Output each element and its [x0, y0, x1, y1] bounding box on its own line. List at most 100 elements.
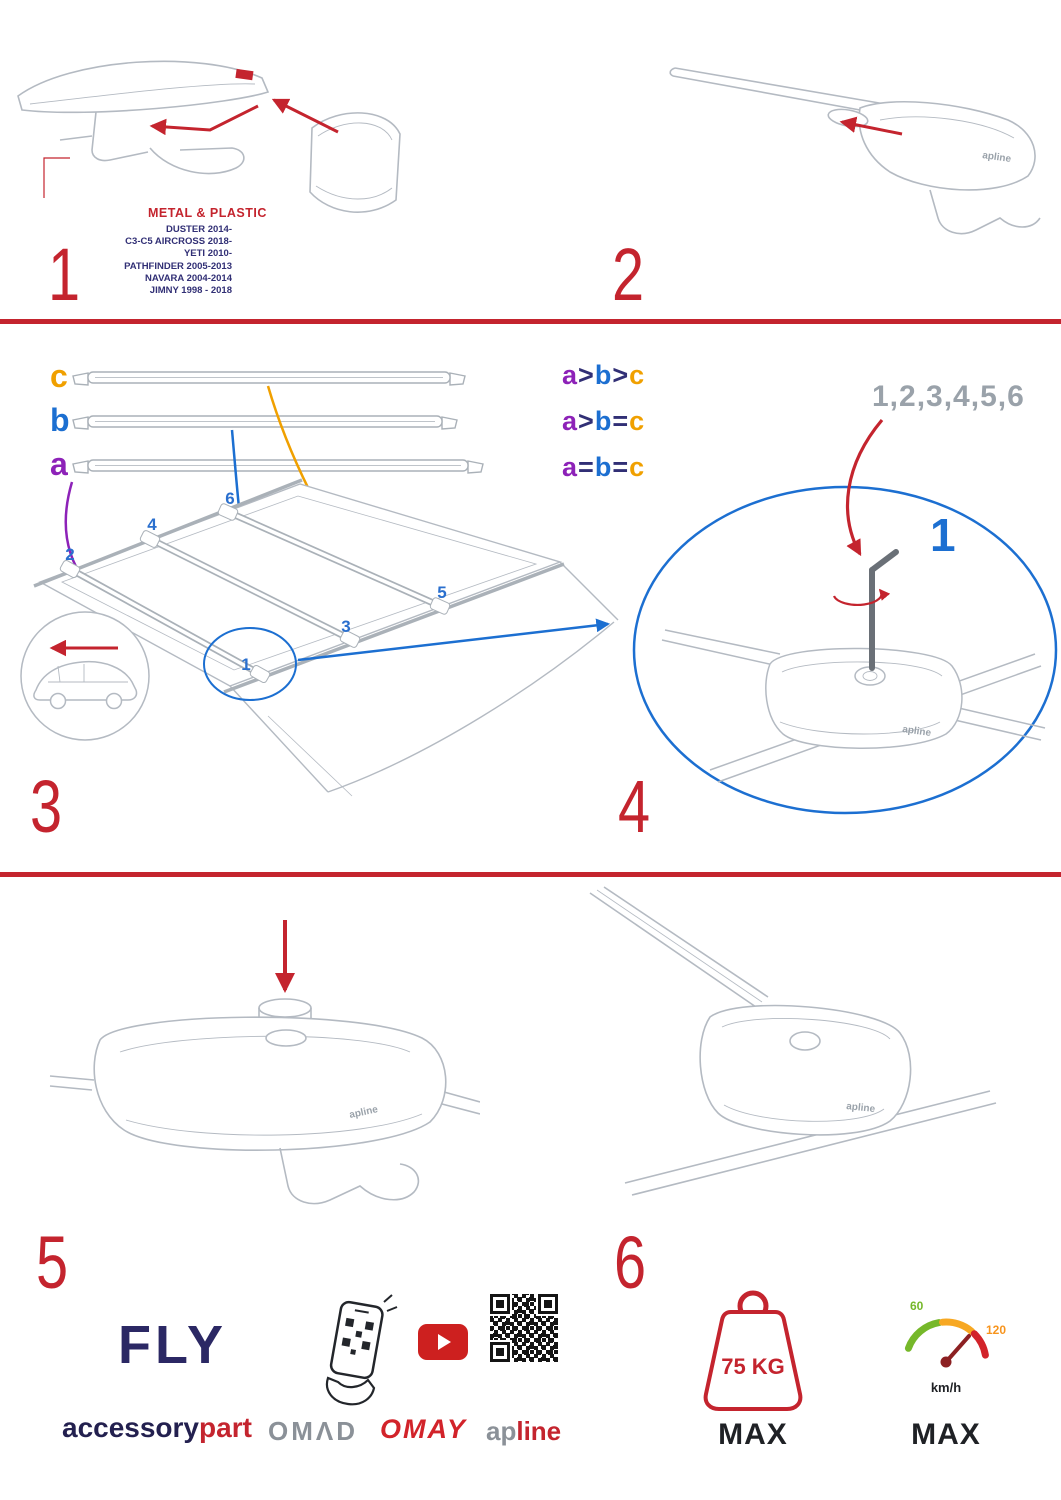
legend-c: c: [629, 452, 646, 482]
step1-panel: METAL & PLASTIC DUSTER 2014- C3-C5 AIRCR…: [0, 0, 530, 319]
step4-illustration: apline: [632, 418, 1058, 815]
step1-illustration: [17, 60, 401, 213]
model-item: YETI 2010-: [183, 248, 232, 260]
bar-label-a: a: [50, 446, 68, 482]
bar-label-b: b: [50, 402, 70, 438]
part-brand-text: apline: [982, 150, 1013, 165]
accessorypart-logo: accessorypart: [62, 1414, 252, 1442]
crossbar-end-drawing: [17, 60, 401, 213]
step4-panel: apline: [620, 324, 1061, 873]
step5-illustration: apline: [49, 920, 480, 1205]
model-item: NAVARA 2004-2014: [145, 272, 232, 284]
foot-cover-drawing: [49, 998, 480, 1205]
qr-code: [486, 1290, 562, 1366]
sequence-first-number: 1: [930, 509, 956, 561]
step-number-6: 6: [614, 1221, 647, 1304]
weight-max-label: MAX: [718, 1418, 788, 1451]
rotation-arrow: [832, 588, 891, 606]
roof-crossbars: [59, 503, 451, 684]
speed-max-label: MAX: [911, 1418, 981, 1451]
legend-op: =: [612, 452, 630, 482]
position-number-3: 3: [341, 617, 350, 636]
model-item: PATHFINDER 2005-2013: [124, 260, 232, 272]
bar-and-foot-drawing: [669, 67, 1041, 235]
bar-b-drawing: [72, 415, 458, 430]
bar-c-drawing: [72, 371, 466, 386]
legend-row-3: a=b=c: [562, 452, 645, 483]
allen-key-icon: [869, 549, 899, 671]
car-direction-inset: [20, 611, 150, 741]
foot-detail-drawing: [661, 629, 1046, 783]
mounted-foot-drawing: [589, 886, 997, 1196]
zoom-detail-circle: [632, 485, 1058, 815]
legend-op: =: [612, 406, 630, 436]
legend-row-2: a>b=c: [562, 406, 645, 437]
legend-op: >: [612, 360, 630, 390]
zoom-arrow: [297, 618, 611, 662]
fly-logo: FLY: [118, 1315, 228, 1375]
section-divider: [0, 872, 1061, 877]
legend-a: a: [562, 452, 579, 482]
step-number-4: 4: [618, 765, 651, 848]
weight-value: 75 KG: [721, 1354, 785, 1379]
step3-panel: 2 4 6 1 3 5 c b a: [0, 324, 700, 873]
legend-op: =: [578, 452, 595, 482]
position-number-2: 2: [65, 545, 74, 564]
sequence-arrow: [845, 418, 884, 557]
speed-limit-gauge: 60 120 km/h: [904, 1299, 1006, 1395]
bar-a-drawing: [72, 459, 484, 474]
red-arrows: [149, 98, 339, 136]
legend-a: a: [562, 406, 579, 436]
position-number-1: 1: [241, 655, 250, 674]
brand-badge: [235, 68, 254, 81]
leader-line: [43, 157, 70, 198]
step6-panel: apline: [560, 877, 1010, 1222]
bar-label-c: c: [50, 358, 68, 394]
step3-illustration: 2 4 6 1 3 5: [20, 371, 619, 797]
position-number-4: 4: [147, 515, 157, 534]
red-arrow: [839, 116, 903, 136]
omay-logo: OMAY: [380, 1414, 467, 1444]
legend-op: >: [578, 360, 595, 390]
max-weight-icon: 75 KG: [703, 1290, 803, 1411]
section-divider: [0, 319, 1061, 324]
gauge-needle: [944, 1334, 971, 1364]
youtube-icon: [418, 1324, 468, 1360]
legend-row-1: a>b>c: [562, 360, 645, 391]
accessorypart-red: part: [199, 1412, 252, 1443]
step6-illustration: apline: [589, 886, 997, 1196]
step5-panel: apline: [30, 880, 480, 1220]
step2-panel: apline: [530, 0, 1061, 319]
step2-illustration: apline: [669, 67, 1041, 235]
position-number-5: 5: [437, 583, 446, 602]
tightening-sequence: 1,2,3,4,5,6: [872, 380, 1025, 413]
legend-c: c: [629, 406, 646, 436]
legend-b: b: [594, 452, 613, 482]
omad-logo: OMΛD: [268, 1416, 358, 1446]
part-brand-text: apline: [902, 724, 933, 739]
position-number-6: 6: [225, 489, 234, 508]
part-brand-text: apline: [846, 1101, 876, 1115]
material-label: METAL & PLASTIC: [148, 206, 267, 220]
model-item: JIMNY 1998 - 2018: [149, 285, 232, 297]
accessorypart-dark: accessory: [62, 1412, 200, 1443]
step-number-1: 1: [48, 233, 81, 316]
legend-a: a: [562, 360, 579, 390]
scan-qr-phone-icon: [325, 1294, 398, 1406]
legend-c: c: [629, 360, 646, 390]
legend-b: b: [594, 360, 613, 390]
speed-unit-label: km/h: [931, 1380, 961, 1395]
model-list: DUSTER 2014- C3-C5 AIRCROSS 2018- YETI 2…: [72, 224, 232, 297]
speed-low-label: 60: [910, 1299, 924, 1313]
apline-red: line: [516, 1416, 562, 1446]
model-item: C3-C5 AIRCROSS 2018-: [125, 236, 232, 248]
model-item: DUSTER 2014-: [166, 224, 232, 235]
size-legend: a>b>c a>b=c a=b=c: [562, 360, 645, 498]
zoom-circle: [203, 627, 297, 701]
step-number-3: 3: [30, 765, 63, 848]
step-number-5: 5: [36, 1221, 69, 1304]
product-bars: [72, 371, 484, 474]
apline-gray: ap: [486, 1416, 517, 1446]
step-number-2: 2: [612, 233, 645, 316]
